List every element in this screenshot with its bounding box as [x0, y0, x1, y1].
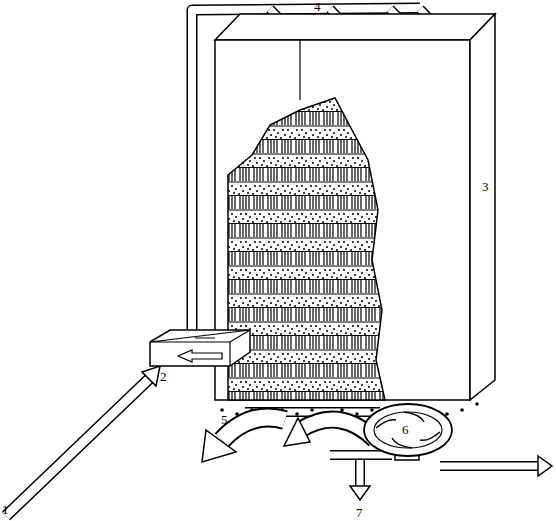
callout-number: 5: [221, 413, 228, 427]
callout-number: 1: [2, 503, 9, 517]
callout-number: 4: [314, 0, 321, 14]
callout-number: 2: [160, 370, 167, 384]
drain-arrow: [330, 455, 392, 500]
basin: [150, 330, 250, 366]
outlet-arrow: [440, 456, 552, 476]
fan: [364, 404, 452, 460]
inlet-arrow: [6, 366, 160, 516]
callout-number: 3: [482, 180, 489, 194]
callout-number: 6: [402, 423, 409, 437]
return-arrow: [202, 418, 375, 463]
tower: [215, 14, 495, 400]
callout-number: 7: [356, 506, 363, 520]
